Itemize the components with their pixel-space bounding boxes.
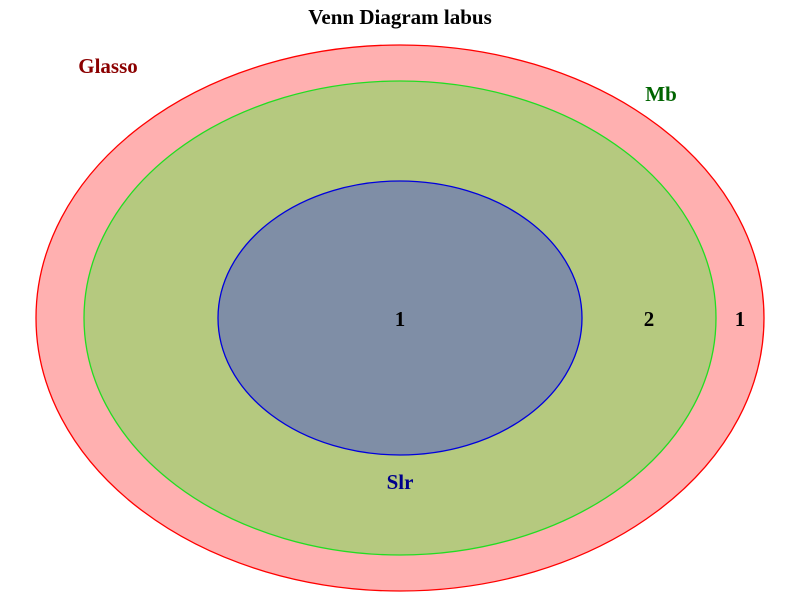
region-count-glasso-only: 1 xyxy=(735,307,746,331)
set-label-mb: Mb xyxy=(645,82,677,106)
diagram-title: Venn Diagram labus xyxy=(308,5,492,29)
region-count-glasso-mb: 2 xyxy=(644,307,655,331)
set-label-slr: Slr xyxy=(387,470,414,494)
set-label-glasso: Glasso xyxy=(78,54,138,78)
set-slr-ellipse xyxy=(217,180,583,456)
region-count-all-three: 1 xyxy=(395,307,406,331)
